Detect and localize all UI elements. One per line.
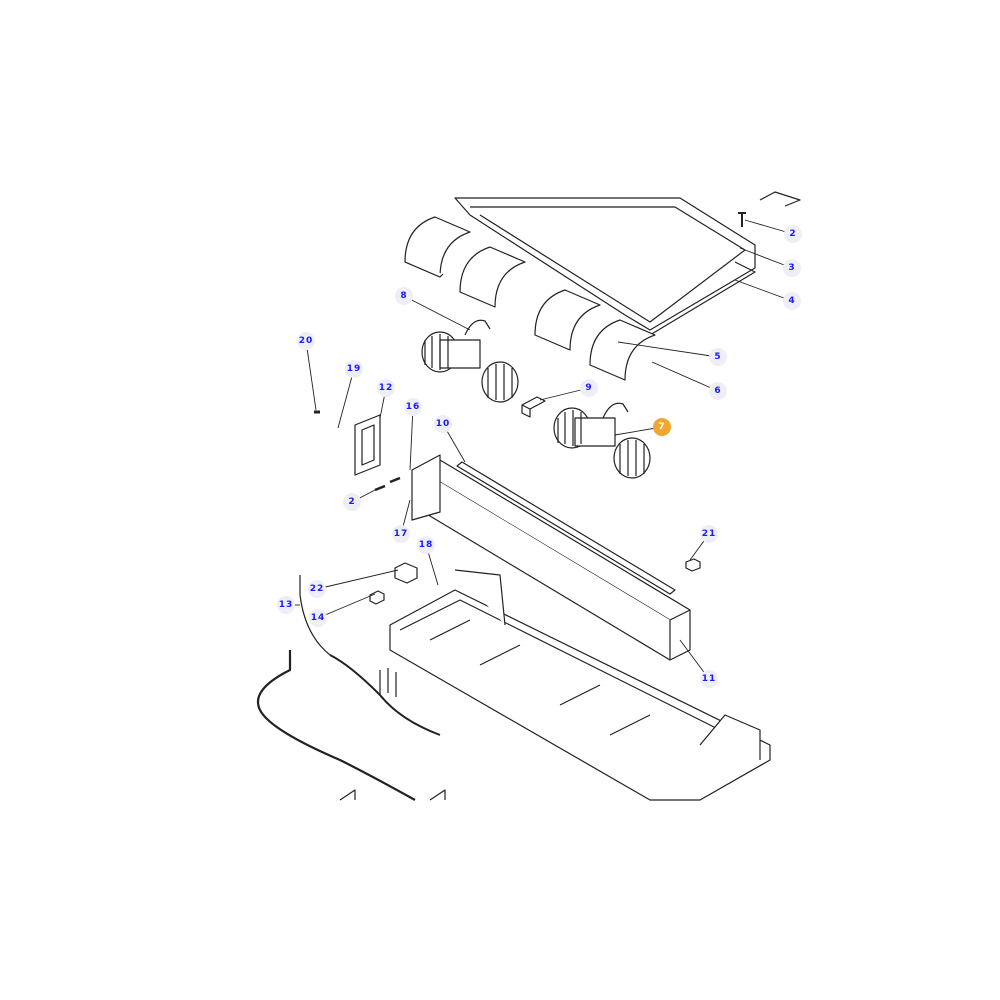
callout-part-5[interactable]: 5 [709,348,727,366]
leader-line-8 [403,295,471,331]
leader-line-19 [337,368,355,429]
callout-part-6[interactable]: 6 [709,382,727,400]
callout-part-2[interactable]: 2 [784,225,802,243]
callout-part-8[interactable]: 8 [395,287,413,305]
callout-part-4[interactable]: 4 [783,292,801,310]
leader-line-20 [305,340,317,411]
relay-22 [394,562,418,584]
leader-line-4 [734,279,793,302]
callout-part-20[interactable]: 20 [297,332,315,350]
callout-part-2[interactable]: 2 [343,493,361,511]
connector-21 [685,558,701,572]
callout-part-11[interactable]: 11 [700,670,718,688]
seal-strip-10 [456,461,676,595]
callout-part-13[interactable]: 13 [277,596,295,614]
lower-housing-tray [389,569,771,801]
top-cover-panel [454,191,801,336]
heater-core [411,454,691,661]
callout-part-3[interactable]: 3 [783,259,801,277]
blower-housing-shells [404,216,656,381]
callout-part-17[interactable]: 17 [392,525,410,543]
clip [602,402,629,419]
resistor-9 [521,396,546,418]
callout-part-9[interactable]: 9 [580,379,598,397]
callout-part-12[interactable]: 12 [377,379,395,397]
leader-line-6 [651,361,719,392]
clip-8 [464,319,491,336]
leader-line-22 [316,569,399,590]
callout-part-22[interactable]: 22 [308,580,326,598]
callout-part-18[interactable]: 18 [417,536,435,554]
bolt-2-top [738,212,746,227]
brackets-bottom [339,789,446,801]
leader-line-14 [317,593,376,619]
blower-motor-assembly-selected [553,407,651,479]
blower-motor-assembly [421,331,519,403]
callout-part-19[interactable]: 19 [345,360,363,378]
leader-line-16 [409,406,414,471]
gasket-12 [354,414,381,476]
screws-2 [374,476,401,492]
callout-part-10[interactable]: 10 [434,415,452,433]
wiring-harness [257,575,441,801]
leader-line-5 [617,341,719,358]
callout-part-7[interactable]: 7 [653,418,671,436]
callout-part-14[interactable]: 14 [309,609,327,627]
callout-part-21[interactable]: 21 [700,525,718,543]
fuse-14 [369,590,385,605]
callout-part-16[interactable]: 16 [404,398,422,416]
